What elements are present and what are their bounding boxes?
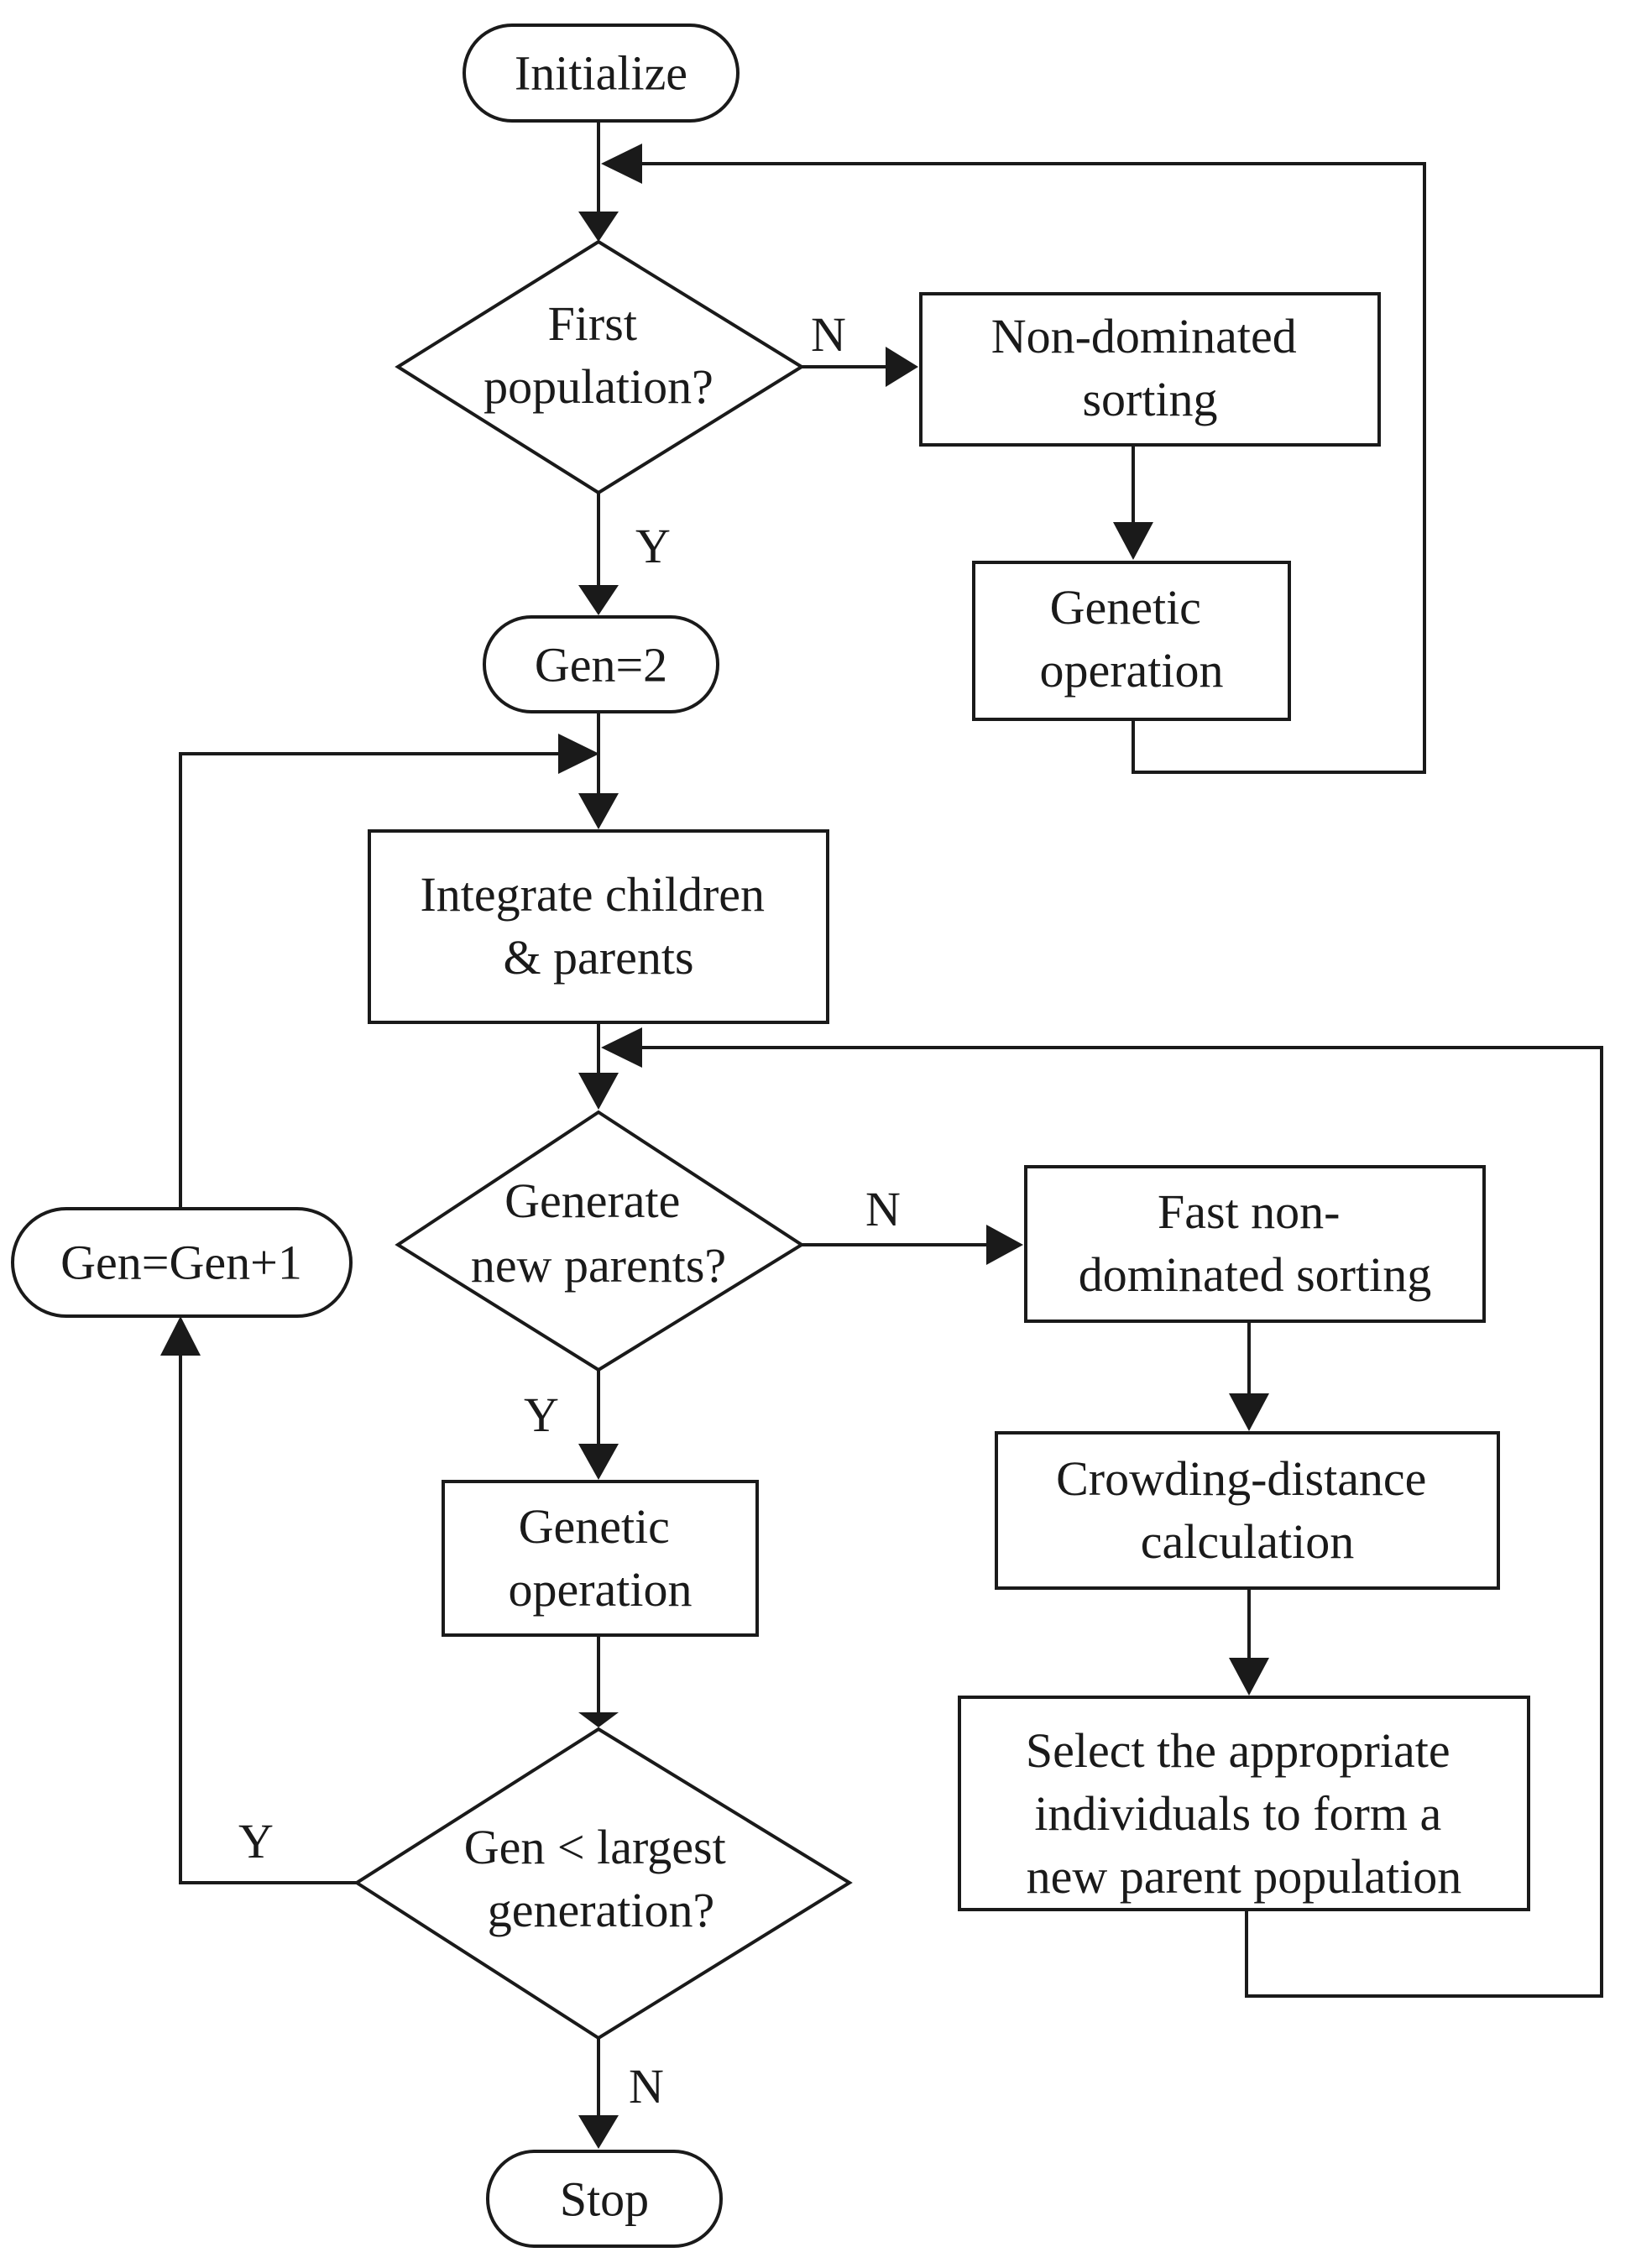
edge-gen-increment-loop-up	[179, 752, 558, 1209]
non-dominated-line-2: sorting	[1082, 372, 1217, 426]
initialize-label: Initialize	[515, 46, 687, 101]
generate-line-2: new parents?	[471, 1238, 726, 1293]
node-gen-less-largest: Gen < largest generation?	[353, 1727, 853, 2041]
genetic-operation-bottom-label: Genetic operation	[508, 1499, 692, 1617]
first-population-label: First population?	[483, 296, 713, 414]
edge-gen-less-yes	[179, 1356, 357, 1884]
node-initialize: Initialize	[463, 24, 740, 123]
genetic-bottom-line-2: operation	[508, 1562, 692, 1617]
arrowhead-into-gen-increment	[160, 1316, 201, 1356]
node-generate-new-parents: Generate new parents?	[395, 1110, 805, 1372]
edge-select-loop-back	[642, 1046, 1603, 1998]
select-line-1: Select the appropriate	[1026, 1723, 1450, 1778]
arrowhead-into-genetic-bottom	[578, 1444, 619, 1480]
arrowhead-into-first-population	[578, 212, 619, 242]
first-population-no-label: N	[811, 307, 846, 362]
arrowhead-into-genetic-top	[1113, 522, 1153, 560]
first-population-yes-label: Y	[635, 519, 671, 573]
non-dominated-line-1: Non-dominated	[991, 309, 1297, 363]
arrowhead-into-integrate	[578, 793, 619, 829]
arrowheads	[160, 144, 1269, 2149]
fast-line-1: Fast non-	[1158, 1184, 1341, 1239]
connectors	[179, 121, 1603, 2115]
arrowhead-loop-into-gen2-line	[558, 734, 599, 774]
arrowhead-into-fast	[986, 1225, 1023, 1265]
stop-label: Stop	[560, 2172, 649, 2227]
genetic-operation-top-label: Genetic operation	[1039, 580, 1223, 698]
generate-line-1: Generate	[504, 1173, 680, 1228]
integrate-line-2: & parents	[503, 930, 693, 985]
arrowhead-loop-into-main-top	[601, 144, 642, 184]
fast-line-2: dominated sorting	[1079, 1247, 1431, 1302]
node-gen-2: Gen=2	[483, 615, 719, 713]
node-genetic-operation-bottom: Genetic operation	[442, 1480, 759, 1637]
crowding-line-2: calculation	[1141, 1514, 1354, 1569]
arrowhead-into-gen-less	[578, 1712, 619, 1727]
fast-non-dominated-label: Fast non- dominated sorting	[1079, 1184, 1431, 1302]
generate-new-parents-label: Generate new parents?	[471, 1173, 726, 1293]
edge-genetic-operation-loop-back	[642, 162, 1426, 774]
gen-less-no-label: N	[629, 2059, 664, 2114]
crowding-distance-label: Crowding-distance calculation	[1056, 1451, 1439, 1569]
arrowhead-into-stop	[578, 2115, 619, 2149]
arrowhead-loop-into-main-middle	[601, 1027, 642, 1068]
gen-less-largest-label: Gen < largest generation?	[464, 1820, 738, 1937]
arrowhead-into-generate	[578, 1073, 619, 1110]
generate-no-label: N	[865, 1182, 901, 1236]
gen-less-yes-label: Y	[238, 1814, 274, 1868]
node-first-population: First population?	[395, 239, 805, 495]
select-individuals-label: Select the appropriate individuals to fo…	[1026, 1723, 1462, 1904]
genetic-top-line-1: Genetic	[1050, 580, 1201, 635]
edge-labels: N Y N Y Y N	[238, 307, 901, 2114]
node-select-individuals: Select the appropriate individuals to fo…	[958, 1696, 1530, 1911]
gen-2-label: Gen=2	[535, 638, 667, 692]
node-genetic-operation-top: Genetic operation	[972, 561, 1291, 721]
integrate-line-1: Integrate children	[420, 867, 765, 922]
arrowhead-into-select	[1229, 1658, 1269, 1696]
gen-increment-label: Gen=Gen+1	[60, 1236, 302, 1290]
first-population-line-2: population?	[483, 359, 713, 414]
gen-less-line-1: Gen < largest	[464, 1820, 726, 1874]
arrowhead-into-gen2	[578, 585, 619, 615]
node-stop: Stop	[486, 2150, 723, 2248]
select-line-2: individuals to form a	[1034, 1786, 1441, 1841]
gen-less-line-2: generation?	[488, 1883, 715, 1937]
arrowhead-into-non-dominated	[886, 347, 918, 387]
crowding-line-1: Crowding-distance	[1056, 1451, 1426, 1506]
non-dominated-sorting-label: Non-dominated sorting	[991, 309, 1309, 426]
node-fast-non-dominated: Fast non- dominated sorting	[1024, 1165, 1486, 1323]
first-population-line-1: First	[548, 296, 637, 351]
node-integrate: Integrate children & parents	[368, 829, 829, 1024]
node-crowding-distance: Crowding-distance calculation	[995, 1431, 1500, 1590]
select-line-3: new parent population	[1027, 1849, 1462, 1904]
integrate-label: Integrate children & parents	[420, 867, 776, 985]
node-gen-increment: Gen=Gen+1	[11, 1207, 353, 1318]
generate-yes-label: Y	[524, 1387, 559, 1442]
genetic-bottom-line-1: Genetic	[519, 1499, 670, 1554]
arrowhead-into-crowding	[1229, 1393, 1269, 1431]
genetic-top-line-2: operation	[1039, 643, 1223, 698]
node-non-dominated-sorting: Non-dominated sorting	[919, 292, 1381, 447]
